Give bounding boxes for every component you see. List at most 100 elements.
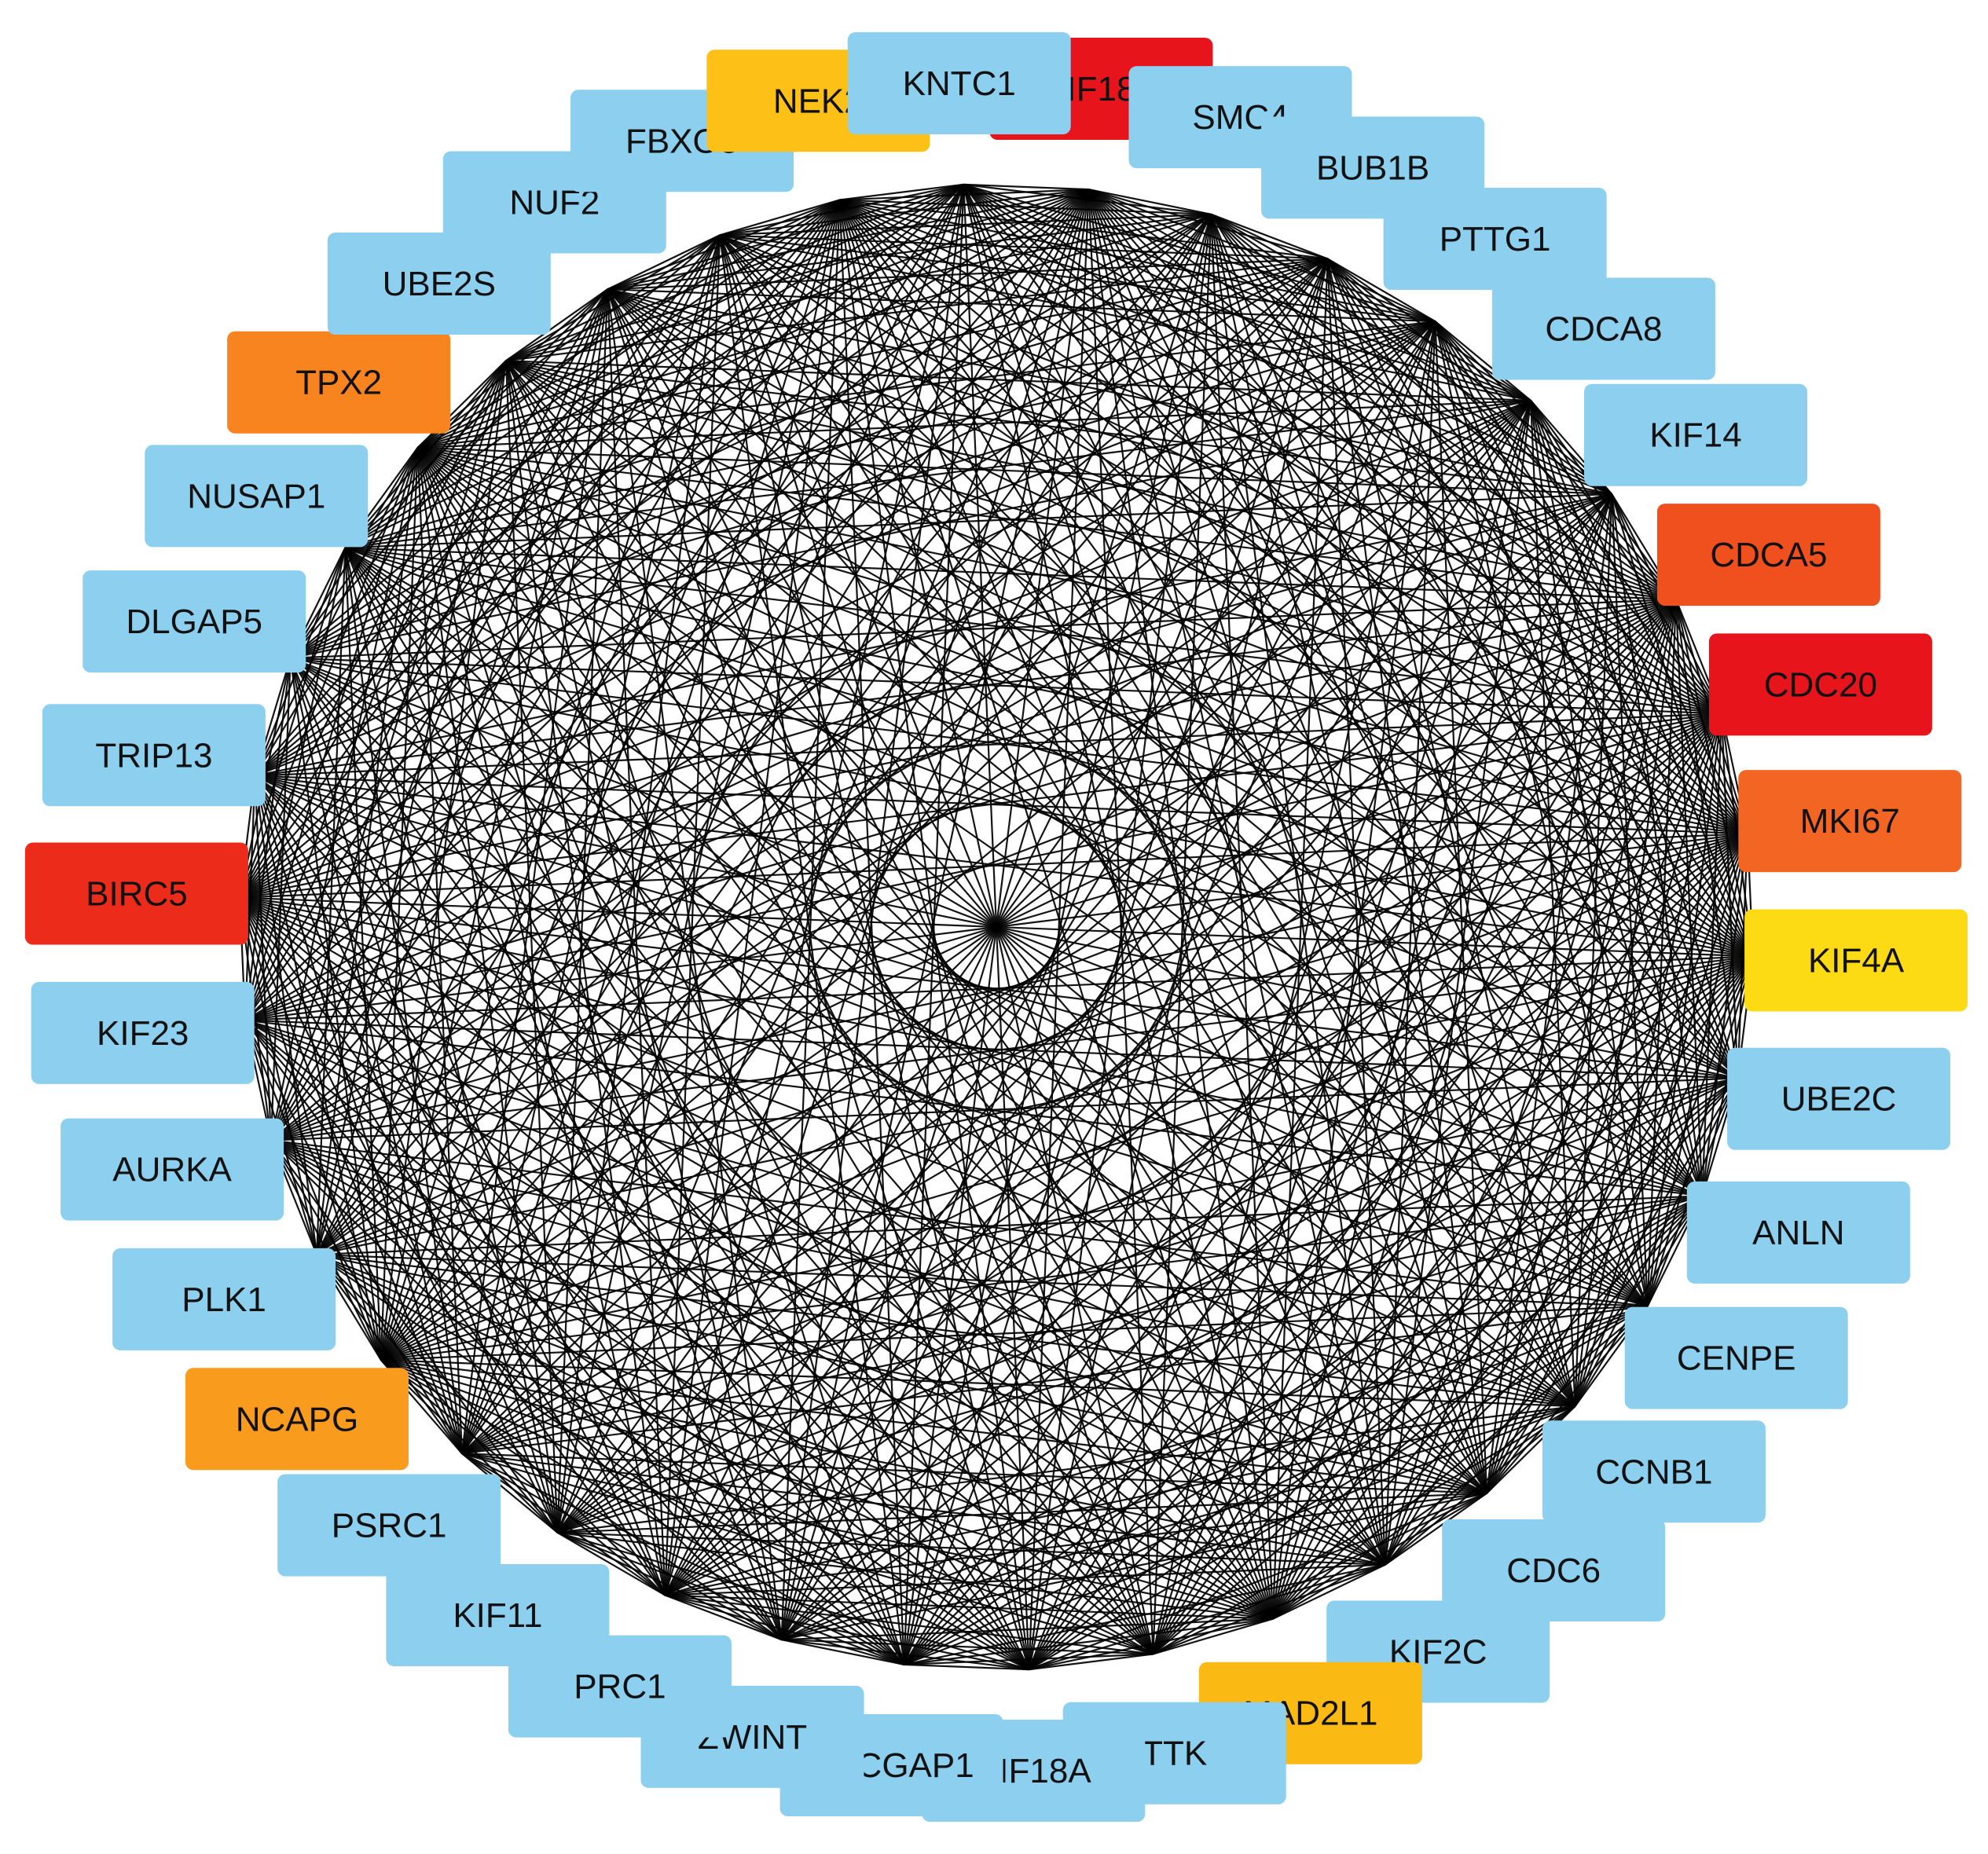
edge-NCAPG-UBE2S bbox=[380, 361, 507, 1361]
node-dlgap5[interactable]: DLGAP5 bbox=[83, 570, 306, 673]
edge-layer bbox=[239, 183, 1754, 1671]
edge-ZWINT-KIF11 bbox=[557, 1531, 783, 1641]
node-label: AURKA bbox=[112, 1151, 232, 1189]
edge-NUSAP1-UBE2S bbox=[344, 360, 507, 549]
edge-CENPE-FBXO5 bbox=[719, 234, 1649, 1307]
edge-CCNB1-NCAPG bbox=[380, 1359, 1575, 1408]
edge-CDC6-BIRC5 bbox=[239, 896, 1487, 1494]
node-box[interactable] bbox=[1442, 1519, 1666, 1621]
node-aurka[interactable]: AURKA bbox=[61, 1118, 284, 1221]
node-label: NUSAP1 bbox=[187, 477, 325, 515]
node-box[interactable] bbox=[31, 981, 255, 1084]
edge-KIF2C-KIF23 bbox=[244, 1019, 1386, 1566]
edge-DLGAP5-KNTC1 bbox=[290, 184, 965, 659]
edge-KIF18A-KNTC1 bbox=[963, 184, 1030, 1670]
node-box[interactable] bbox=[1542, 1420, 1766, 1523]
edge-BUB1B-PSRC1 bbox=[461, 258, 1329, 1454]
node-ccnb1[interactable]: CCNB1 bbox=[1542, 1420, 1766, 1523]
node-kif11[interactable]: KIF11 bbox=[386, 1564, 610, 1666]
node-box[interactable] bbox=[1708, 633, 1932, 736]
edge-UBE2C-KIF23 bbox=[244, 1019, 1738, 1079]
node-plk1[interactable]: PLK1 bbox=[112, 1248, 336, 1350]
node-box[interactable] bbox=[1584, 383, 1807, 486]
node-ncapg[interactable]: NCAPG bbox=[185, 1368, 409, 1471]
node-ube2c[interactable]: UBE2C bbox=[1727, 1047, 1951, 1150]
node-cdca5[interactable]: CDCA5 bbox=[1656, 504, 1880, 606]
edge-SMC4-KIF11 bbox=[556, 214, 1212, 1533]
node-box[interactable] bbox=[61, 1118, 284, 1221]
node-box[interactable] bbox=[277, 1474, 501, 1577]
node-anln[interactable]: ANLN bbox=[1686, 1181, 1910, 1284]
node-mki67[interactable]: MKI67 bbox=[1738, 770, 1962, 873]
edge-NUSAP1-KNTC1 bbox=[344, 183, 964, 549]
edge-TRIP13-KNTC1 bbox=[254, 184, 965, 777]
edge-MKI67-PSRC1 bbox=[461, 833, 1748, 1455]
node-ube2s[interactable]: UBE2S bbox=[327, 233, 551, 335]
edge-KIF11-PSRC1 bbox=[461, 1453, 559, 1533]
edge-NUF2-NEK2 bbox=[607, 199, 840, 291]
edge-KIF14-AURKA bbox=[270, 493, 1612, 1141]
node-kif4a[interactable]: KIF4A bbox=[1744, 909, 1968, 1012]
node-layer: KIF18BSMC4BUB1BPTTG1CDCA8KIF14CDCA5CDC20… bbox=[24, 32, 1968, 1822]
node-box[interactable] bbox=[185, 1368, 409, 1471]
node-cdc20[interactable]: CDC20 bbox=[1708, 633, 1932, 736]
edge-AURKA-NEK2 bbox=[270, 199, 841, 1141]
node-box[interactable] bbox=[83, 570, 306, 673]
node-label: BUB1B bbox=[1316, 148, 1429, 187]
edge-KIF4A-TRIP13 bbox=[255, 775, 1753, 958]
node-trip13[interactable]: TRIP13 bbox=[42, 704, 266, 807]
node-box[interactable] bbox=[1727, 1047, 1951, 1150]
edge-NUF2-FBXO5 bbox=[607, 234, 721, 291]
edge-PTTG1-CDC6 bbox=[1434, 321, 1488, 1493]
node-box[interactable] bbox=[1686, 1181, 1910, 1284]
edge-KIF2C-AURKA bbox=[270, 1139, 1386, 1566]
node-cdca8[interactable]: CDCA8 bbox=[1491, 277, 1715, 380]
edge-CDC6-KIF2C bbox=[1385, 1492, 1487, 1566]
node-box[interactable] bbox=[24, 842, 248, 945]
node-tpx2[interactable]: TPX2 bbox=[227, 331, 451, 434]
edge-PTTG1-KNTC1 bbox=[963, 183, 1436, 323]
node-label: UBE2S bbox=[383, 265, 496, 303]
node-box[interactable] bbox=[1744, 909, 1968, 1012]
node-label: KIF11 bbox=[453, 1596, 542, 1635]
node-kntc1[interactable]: KNTC1 bbox=[847, 32, 1071, 134]
node-box[interactable] bbox=[227, 331, 451, 434]
node-box[interactable] bbox=[1624, 1306, 1848, 1409]
edge-CDCA8-CCNB1 bbox=[1530, 400, 1576, 1407]
edge-KIF4A-AURKA bbox=[270, 955, 1753, 1141]
node-box[interactable] bbox=[112, 1248, 336, 1350]
node-box[interactable] bbox=[327, 233, 551, 335]
node-kif23[interactable]: KIF23 bbox=[31, 981, 255, 1084]
node-box[interactable] bbox=[42, 704, 266, 807]
node-box[interactable] bbox=[145, 445, 369, 548]
edge-KIF4A-KNTC1 bbox=[963, 184, 1754, 958]
node-box[interactable] bbox=[847, 32, 1071, 134]
node-label: TPX2 bbox=[295, 364, 382, 402]
node-box[interactable] bbox=[386, 1564, 610, 1666]
node-cenpe[interactable]: CENPE bbox=[1624, 1306, 1848, 1409]
edge-MKI67-UBE2S bbox=[505, 360, 1748, 835]
node-kif14[interactable]: KIF14 bbox=[1584, 383, 1807, 486]
node-label: BIRC5 bbox=[86, 875, 188, 914]
node-box[interactable] bbox=[1738, 770, 1962, 873]
edge-KIF23-NEK2 bbox=[244, 199, 841, 1021]
edge-PTTG1-CENPE bbox=[1434, 321, 1649, 1306]
node-box[interactable] bbox=[1656, 504, 1880, 606]
edge-KIF4A-KIF18A bbox=[1028, 955, 1754, 1670]
node-pttg1[interactable]: PTTG1 bbox=[1383, 188, 1607, 290]
node-label: CDCA8 bbox=[1545, 310, 1662, 349]
edge-SMC4-UBE2C bbox=[1210, 214, 1739, 1079]
edge-KIF14-UBE2S bbox=[505, 360, 1612, 495]
edge-BUB1B-RACGAP1 bbox=[903, 258, 1329, 1665]
node-box[interactable] bbox=[1491, 277, 1715, 380]
node-birc5[interactable]: BIRC5 bbox=[24, 842, 248, 945]
edge-PLK1-KNTC1 bbox=[316, 184, 965, 1255]
node-nusap1[interactable]: NUSAP1 bbox=[145, 445, 369, 548]
node-psrc1[interactable]: PSRC1 bbox=[277, 1474, 501, 1577]
edge-TRIP13-FBXO5 bbox=[254, 234, 721, 777]
edge-RACGAP1-BIRC5 bbox=[239, 896, 905, 1665]
edge-CENPE-BIRC5 bbox=[239, 896, 1649, 1307]
node-box[interactable] bbox=[1383, 188, 1607, 290]
edge-MKI67-FBXO5 bbox=[719, 234, 1748, 835]
node-cdc6[interactable]: CDC6 bbox=[1442, 1519, 1666, 1621]
